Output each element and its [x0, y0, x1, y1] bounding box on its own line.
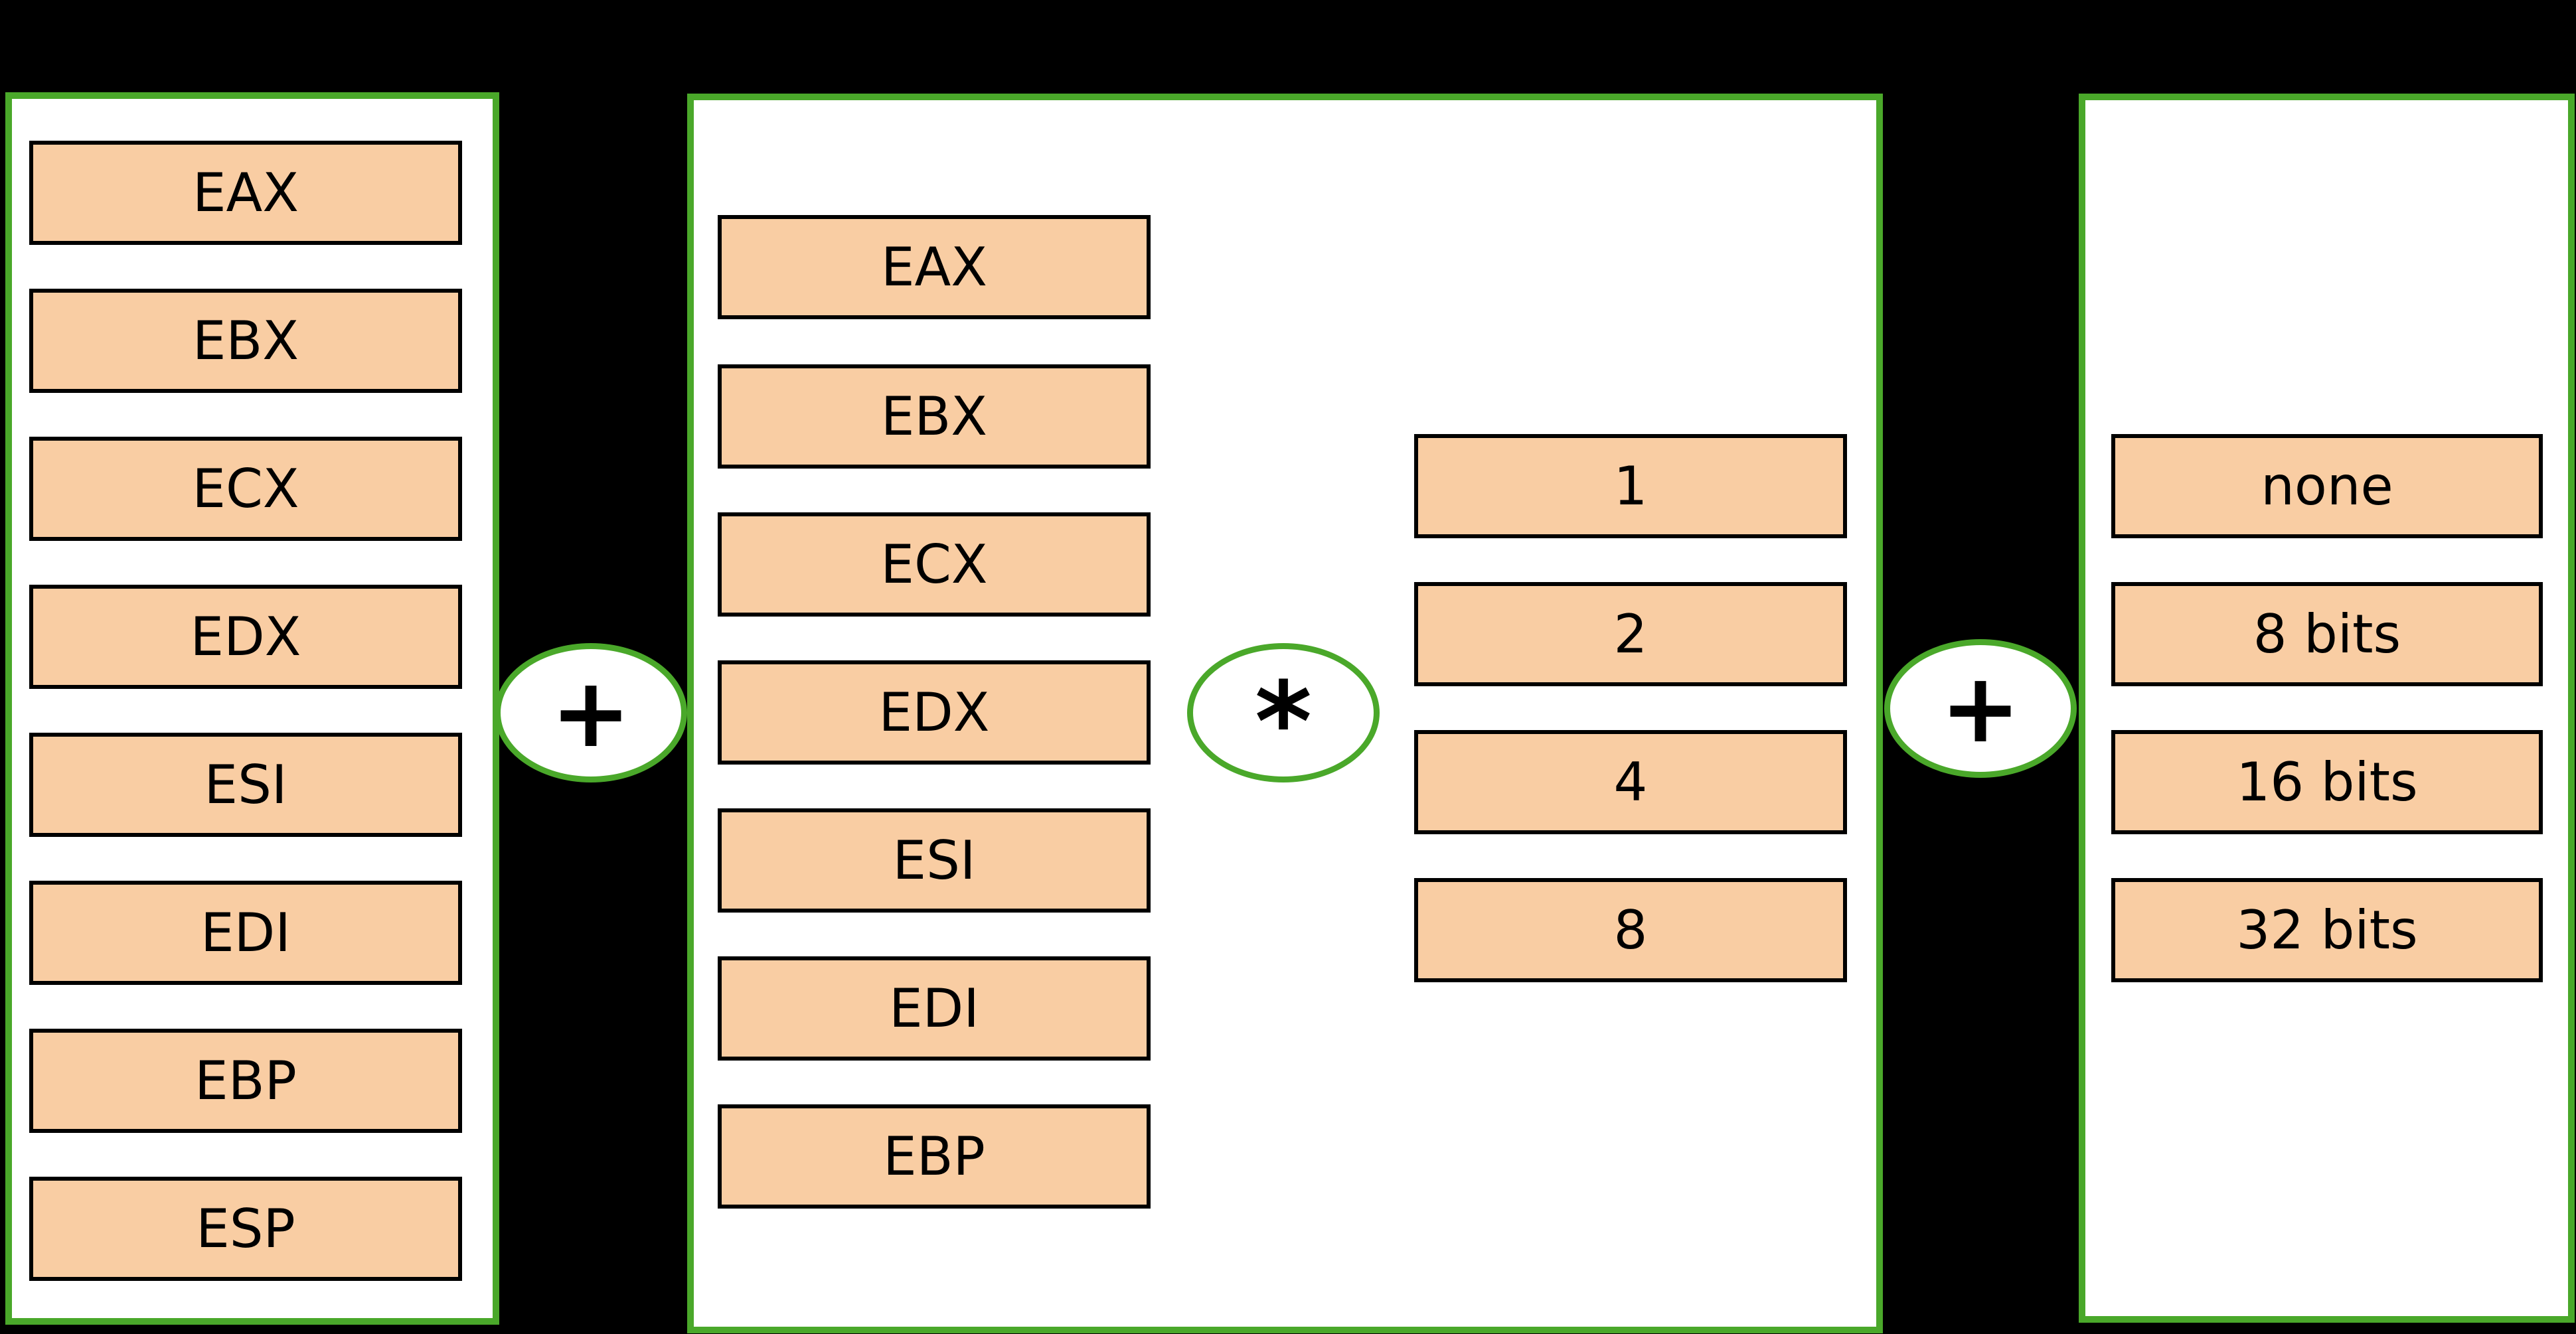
base-register-label-eax: EAX	[192, 161, 299, 224]
multiply-operator-icon: *	[1187, 643, 1380, 782]
index-register-box-eax: EAX	[718, 215, 1151, 319]
displacement-label-32bits: 32 bits	[2236, 899, 2418, 961]
base-register-label-ecx: ECX	[192, 457, 299, 520]
base-register-label-esp: ESP	[196, 1197, 295, 1260]
scale-factor-box-8: 8	[1414, 878, 1847, 982]
base-register-box-edx: EDX	[29, 585, 462, 689]
plus-operator-icon-2: +	[1884, 639, 2077, 778]
index-register-box-ebp: EBP	[718, 1104, 1151, 1209]
index-register-box-ebx: EBX	[718, 364, 1151, 469]
displacement-label-none: none	[2261, 455, 2393, 517]
base-register-label-ebx: EBX	[192, 309, 299, 372]
index-register-box-ecx: ECX	[718, 512, 1151, 617]
scale-factor-label-1: 1	[1613, 455, 1648, 517]
base-register-box-edi: EDI	[29, 881, 462, 985]
index-register-label-ebx: EBX	[880, 385, 988, 447]
displacement-label-8bits: 8 bits	[2253, 603, 2401, 665]
base-register-label-ebp: EBP	[195, 1049, 297, 1112]
base-register-box-eax: EAX	[29, 141, 462, 245]
displacement-box-8bits: 8 bits	[2111, 582, 2543, 686]
plus-icon: +	[1940, 652, 2021, 765]
index-register-label-esi: ESI	[892, 829, 976, 891]
index-register-box-edx: EDX	[718, 660, 1151, 765]
index-register-label-edi: EDI	[889, 977, 979, 1039]
base-register-box-esi: ESI	[29, 733, 462, 837]
plus-operator-icon-1: +	[495, 643, 687, 782]
index-register-box-esi: ESI	[718, 808, 1151, 913]
index-register-label-eax: EAX	[880, 236, 988, 298]
scale-factor-label-4: 4	[1613, 751, 1648, 813]
base-register-label-esi: ESI	[204, 753, 287, 816]
index-register-box-edi: EDI	[718, 956, 1151, 1061]
base-register-label-edi: EDI	[201, 901, 291, 964]
displacement-box-16bits: 16 bits	[2111, 730, 2543, 834]
index-register-label-ebp: EBP	[883, 1125, 985, 1187]
displacement-box-none: none	[2111, 434, 2543, 538]
asterisk-icon: *	[1254, 658, 1313, 786]
base-register-box-ebx: EBX	[29, 289, 462, 393]
scale-factor-label-2: 2	[1613, 603, 1648, 665]
index-register-label-edx: EDX	[878, 681, 990, 743]
base-register-box-ebp: EBP	[29, 1029, 462, 1133]
displacement-label-16bits: 16 bits	[2236, 751, 2418, 813]
displacement-box-32bits: 32 bits	[2111, 878, 2543, 982]
base-registers-panel: EAX EBX ECX EDX ESI EDI EBP ESP	[5, 92, 499, 1325]
index-register-label-ecx: ECX	[880, 533, 988, 595]
base-register-label-edx: EDX	[190, 605, 301, 668]
displacement-panel: none 8 bits 16 bits 32 bits	[2079, 94, 2575, 1323]
scale-factor-box-2: 2	[1414, 582, 1847, 686]
scale-factor-box-4: 4	[1414, 730, 1847, 834]
plus-icon: +	[550, 656, 631, 769]
index-scale-panel: EAX EBX ECX EDX ESI EDI EBP * 1 2 4 8	[687, 94, 1883, 1333]
scale-factor-box-1: 1	[1414, 434, 1847, 538]
base-register-box-ecx: ECX	[29, 437, 462, 541]
base-register-box-esp: ESP	[29, 1177, 462, 1281]
scale-factor-label-8: 8	[1613, 899, 1648, 961]
